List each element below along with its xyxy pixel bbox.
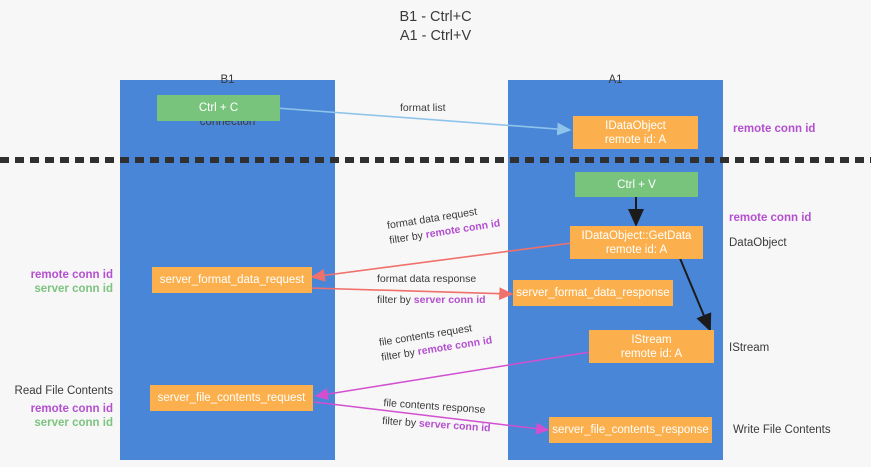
annotation-left-server-conn-id: server conn id — [34, 283, 113, 295]
wire-getdata-to-istream — [678, 255, 712, 332]
phase-divider — [0, 157, 871, 163]
edge-label-format-data-response: format data response filter by server co… — [377, 272, 486, 308]
wire-format-data-request — [310, 242, 573, 282]
node-idataobject-getdata[interactable]: IDataObject::GetData remote id: A — [570, 226, 703, 259]
node-idataobject-line-1: IDataObject — [605, 119, 666, 132]
node-server-format-data-response-label: server_format_data_response — [516, 287, 670, 299]
edge-label-format-data-response-line-1: format data response — [377, 273, 477, 285]
node-istream-line-2: remote id: A — [620, 347, 683, 360]
node-server-format-data-response[interactable]: server_format_data_response — [513, 280, 673, 306]
node-getdata-line-1: IDataObject::GetData — [581, 229, 692, 242]
edge-label-format-data-response-line-2: filter by server conn id — [377, 293, 486, 308]
edge-filter-key-2: server conn id — [413, 294, 486, 306]
node-server-format-data-request-label: server_format_data_request — [159, 274, 305, 286]
node-idataobject[interactable]: IDataObject remote id: A — [573, 116, 698, 149]
edge-filter-prefix-4: filter by — [381, 414, 420, 430]
node-server-format-data-request[interactable]: server_format_data_request — [152, 267, 312, 293]
diagram-title-line-1: B1 - Ctrl+C — [399, 9, 472, 25]
wire-file-contents-request — [314, 351, 591, 401]
edge-filter-key-4: server conn id — [418, 417, 491, 435]
annotation-right-write-file-contents: Write File Contents — [733, 424, 831, 436]
node-server-file-contents-response-label: server_file_contents_response — [552, 424, 709, 436]
node-server-file-contents-response[interactable]: server_file_contents_response — [549, 417, 712, 443]
node-idataobject-line-2: remote id: A — [604, 133, 667, 146]
node-ctrl-c[interactable]: Ctrl + C — [157, 95, 280, 121]
lane-header-a1-name: A1 — [608, 74, 623, 86]
node-server-file-contents-request[interactable]: server_file_contents_request — [150, 385, 313, 411]
node-getdata-line-2: remote id: A — [605, 243, 668, 256]
annotation-left-remote-conn-id-2: remote conn id — [30, 403, 113, 415]
annotation-left-remote-conn-id: remote conn id — [30, 269, 113, 281]
lane-header-b1-name: B1 — [220, 74, 235, 86]
annotation-left-read-file-contents: Read File Contents — [14, 385, 113, 397]
diagram-title-line-2: A1 - Ctrl+V — [399, 28, 472, 44]
edge-filter-prefix-2: filter by — [377, 294, 414, 306]
node-istream[interactable]: IStream remote id: A — [589, 330, 714, 363]
edge-label-format-list: format list — [400, 102, 446, 114]
annotation-right-remote-conn-id-top: remote conn id — [733, 123, 816, 135]
wire-format-list — [275, 107, 572, 136]
annotation-left-server-conn-id-2: server conn id — [34, 417, 113, 429]
diagram-title: B1 - Ctrl+C A1 - Ctrl+V — [0, 8, 871, 46]
wire-file-contents-response — [313, 401, 550, 435]
node-ctrl-c-label: Ctrl + C — [198, 102, 239, 114]
node-ctrl-v[interactable]: Ctrl + V — [575, 172, 698, 197]
node-istream-line-1: IStream — [631, 333, 672, 346]
annotation-right-dataobject: DataObject — [729, 237, 787, 249]
wire-format-data-response — [309, 287, 514, 301]
annotation-right-remote-conn-id-mid: remote conn id — [729, 212, 812, 224]
annotation-right-istream: IStream — [729, 342, 770, 354]
node-server-file-contents-request-label: server_file_contents_request — [157, 392, 306, 404]
node-ctrl-v-label: Ctrl + V — [617, 178, 656, 191]
